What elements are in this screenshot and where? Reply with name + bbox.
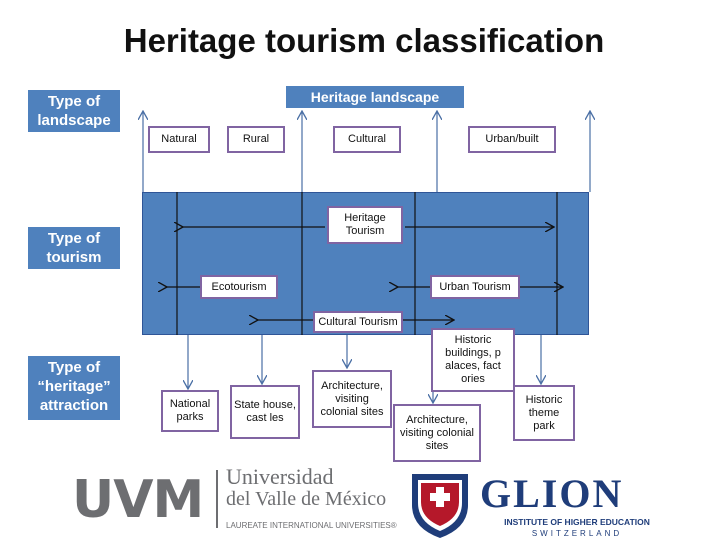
side-label-tourism: Type of tourism bbox=[28, 227, 120, 269]
tourism-cultural: Cultural Tourism bbox=[313, 311, 403, 333]
logo-divider bbox=[216, 470, 218, 528]
attraction-national-parks: National parks bbox=[161, 390, 219, 432]
attraction-state-house: State house, cast les bbox=[230, 385, 300, 439]
side-label-landscape: Type of landscape bbox=[28, 90, 120, 132]
heritage-landscape-banner: Heritage landscape bbox=[286, 86, 464, 108]
landscape-cultural: Cultural bbox=[333, 126, 401, 153]
attraction-architecture-2: Architecture, visiting colonial sites bbox=[393, 404, 481, 462]
tourism-heritage: Heritage Tourism bbox=[327, 206, 403, 244]
uvm-name-line1: Universidad bbox=[226, 464, 334, 489]
landscape-rural: Rural bbox=[227, 126, 285, 153]
glion-subtitle-2: SWITZERLAND bbox=[531, 529, 623, 538]
uvm-logo: UVM bbox=[72, 470, 204, 530]
glion-subtitle-1: INSTITUTE OF HIGHER EDUCATION bbox=[504, 517, 650, 527]
uvm-tagline: LAUREATE INTERNATIONAL UNIVERSITIES® bbox=[226, 521, 397, 530]
tourism-eco: Ecotourism bbox=[200, 275, 278, 299]
attraction-architecture-1: Architecture, visiting colonial sites bbox=[312, 370, 392, 428]
page-title: Heritage tourism classification bbox=[123, 22, 605, 59]
attraction-theme-park: Historic theme park bbox=[513, 385, 575, 441]
tourism-urban: Urban Tourism bbox=[430, 275, 520, 299]
side-label-attraction: Type of “heritage” attraction bbox=[28, 356, 120, 420]
landscape-natural: Natural bbox=[148, 126, 210, 153]
landscape-urban-built: Urban/built bbox=[468, 126, 556, 153]
attraction-historic-buildings: Historic buildings, p alaces, fact ories bbox=[431, 328, 515, 392]
uvm-name-line2: del Valle de México bbox=[226, 488, 387, 510]
glion-logo: GLION bbox=[480, 471, 624, 516]
